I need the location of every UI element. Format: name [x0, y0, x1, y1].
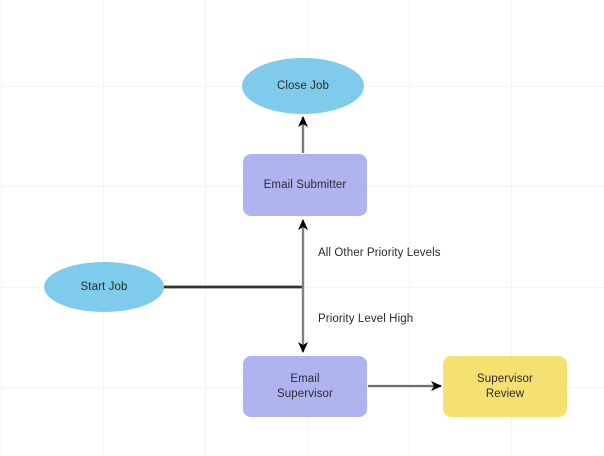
node-email-submitter-label: Email Submitter — [263, 178, 347, 191]
node-supervisor-review[interactable]: Supervisor Review — [443, 356, 567, 417]
node-close-job[interactable]: Close Job — [242, 58, 364, 114]
node-email-supervisor-label: Email Supervisor — [277, 373, 333, 400]
node-start-job-label: Start Job — [80, 280, 128, 293]
edge-label-priority-level-high: Priority Level High — [318, 313, 414, 325]
node-supervisor-review-label: Supervisor Review — [477, 373, 533, 400]
node-close-job-label: Close Job — [276, 79, 330, 92]
node-email-supervisor[interactable]: Email Supervisor — [243, 356, 367, 417]
edge-label-all-other-priority-levels: All Other Priority Levels — [318, 247, 441, 259]
node-start-job[interactable]: Start Job — [44, 262, 164, 312]
node-email-submitter[interactable]: Email Submitter — [243, 154, 367, 216]
